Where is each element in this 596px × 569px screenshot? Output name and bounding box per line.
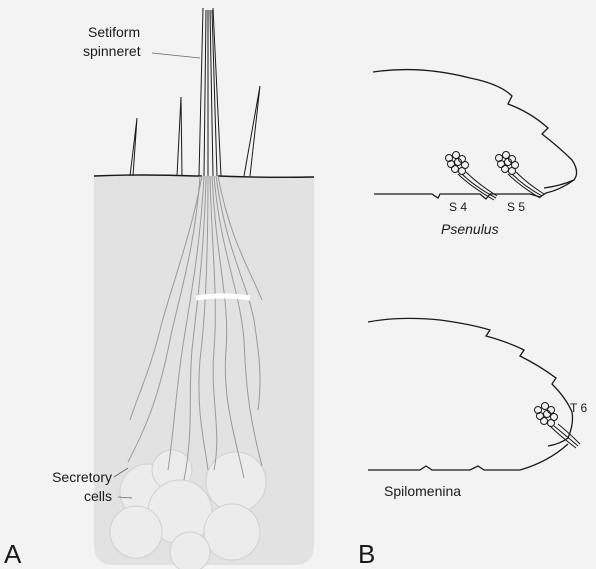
secretory-label-line2: cells (6, 488, 112, 504)
secretory-label-line1: Secretory (6, 469, 112, 485)
surface-setae (130, 86, 260, 176)
psenulus-gland-s4 (446, 152, 498, 201)
panel-b-letter: B (358, 540, 375, 568)
taxon-label-spilomenina: Spilomenina (384, 483, 461, 499)
panel-a-drawing (94, 8, 314, 569)
panel-b-bottom-drawing (368, 318, 580, 470)
spinneret-label-line2: spinneret (83, 43, 141, 59)
psenulus-upper-outline (373, 70, 577, 188)
taxon-label-psenulus: Psenulus (441, 221, 499, 237)
duct-constriction (196, 296, 250, 298)
spilomenina-lower-outline (368, 444, 568, 470)
secretory-cells (110, 450, 266, 569)
psenulus-lower-outline (374, 180, 574, 199)
segment-label-s5: S 5 (507, 200, 525, 214)
spinneret-label-line1: Setiform (88, 24, 140, 40)
panel-b-top-drawing (373, 70, 577, 200)
segment-label-t6: T 6 (570, 401, 587, 415)
psenulus-gland-s5 (496, 152, 545, 199)
spinneret-leader (152, 53, 200, 58)
spinneret-shaft (199, 8, 221, 176)
segment-label-s4: S 4 (449, 200, 467, 214)
spilomenina-upper-outline (368, 318, 573, 446)
panel-a-letter: A (4, 540, 21, 568)
